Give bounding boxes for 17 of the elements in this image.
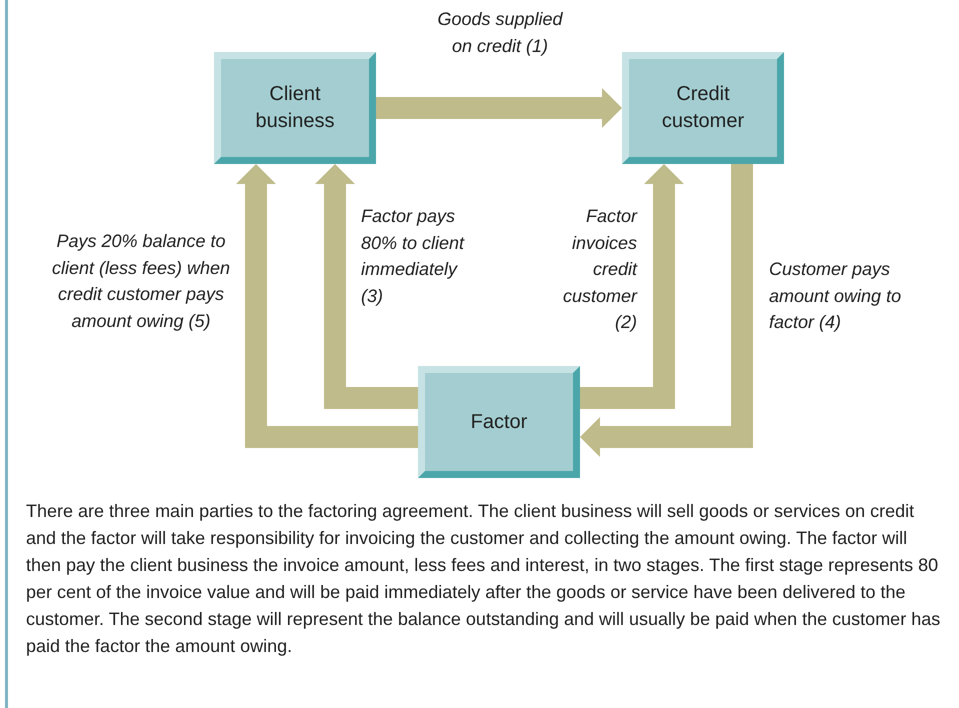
edge-label: Factor invoices credit customer (2)	[562, 205, 637, 334]
box-label: Factor	[470, 410, 528, 434]
arrow	[236, 164, 418, 448]
caption: There are three main parties to the factoring agreement. The client business will sell goods or services on credit and the factor will take responsibility for invoicing the customer and collecting the amount owing. The factor will then pay the client business the invoice amount, less fees and interest, in two stages. The first stage represents 80 per cent of the invoice value and will be paid immediately after the goods or service have been delivered to the customer. The second stage will represent the balance outstanding and will usually be paid when the customer has paid the factor the amount owing.	[26, 500, 942, 658]
arrow	[580, 164, 753, 457]
edge-label: Factor pays 80% to client immediately (3)	[361, 205, 466, 308]
box-label: Credit customer	[660, 82, 746, 134]
party-box	[214, 52, 376, 164]
party-box	[622, 52, 784, 164]
edge-label: Pays 20% balance to client (less fees) when credit customer pays amount owing (5)	[50, 230, 232, 333]
arrow	[376, 88, 622, 128]
arrow	[580, 164, 684, 409]
arrow	[315, 164, 418, 409]
edge-label: Goods supplied on credit (1)	[436, 8, 564, 58]
edge-label: Customer pays amount owing to factor (4)	[769, 258, 902, 334]
party-box	[418, 366, 580, 478]
box-label: Client business	[254, 82, 336, 134]
